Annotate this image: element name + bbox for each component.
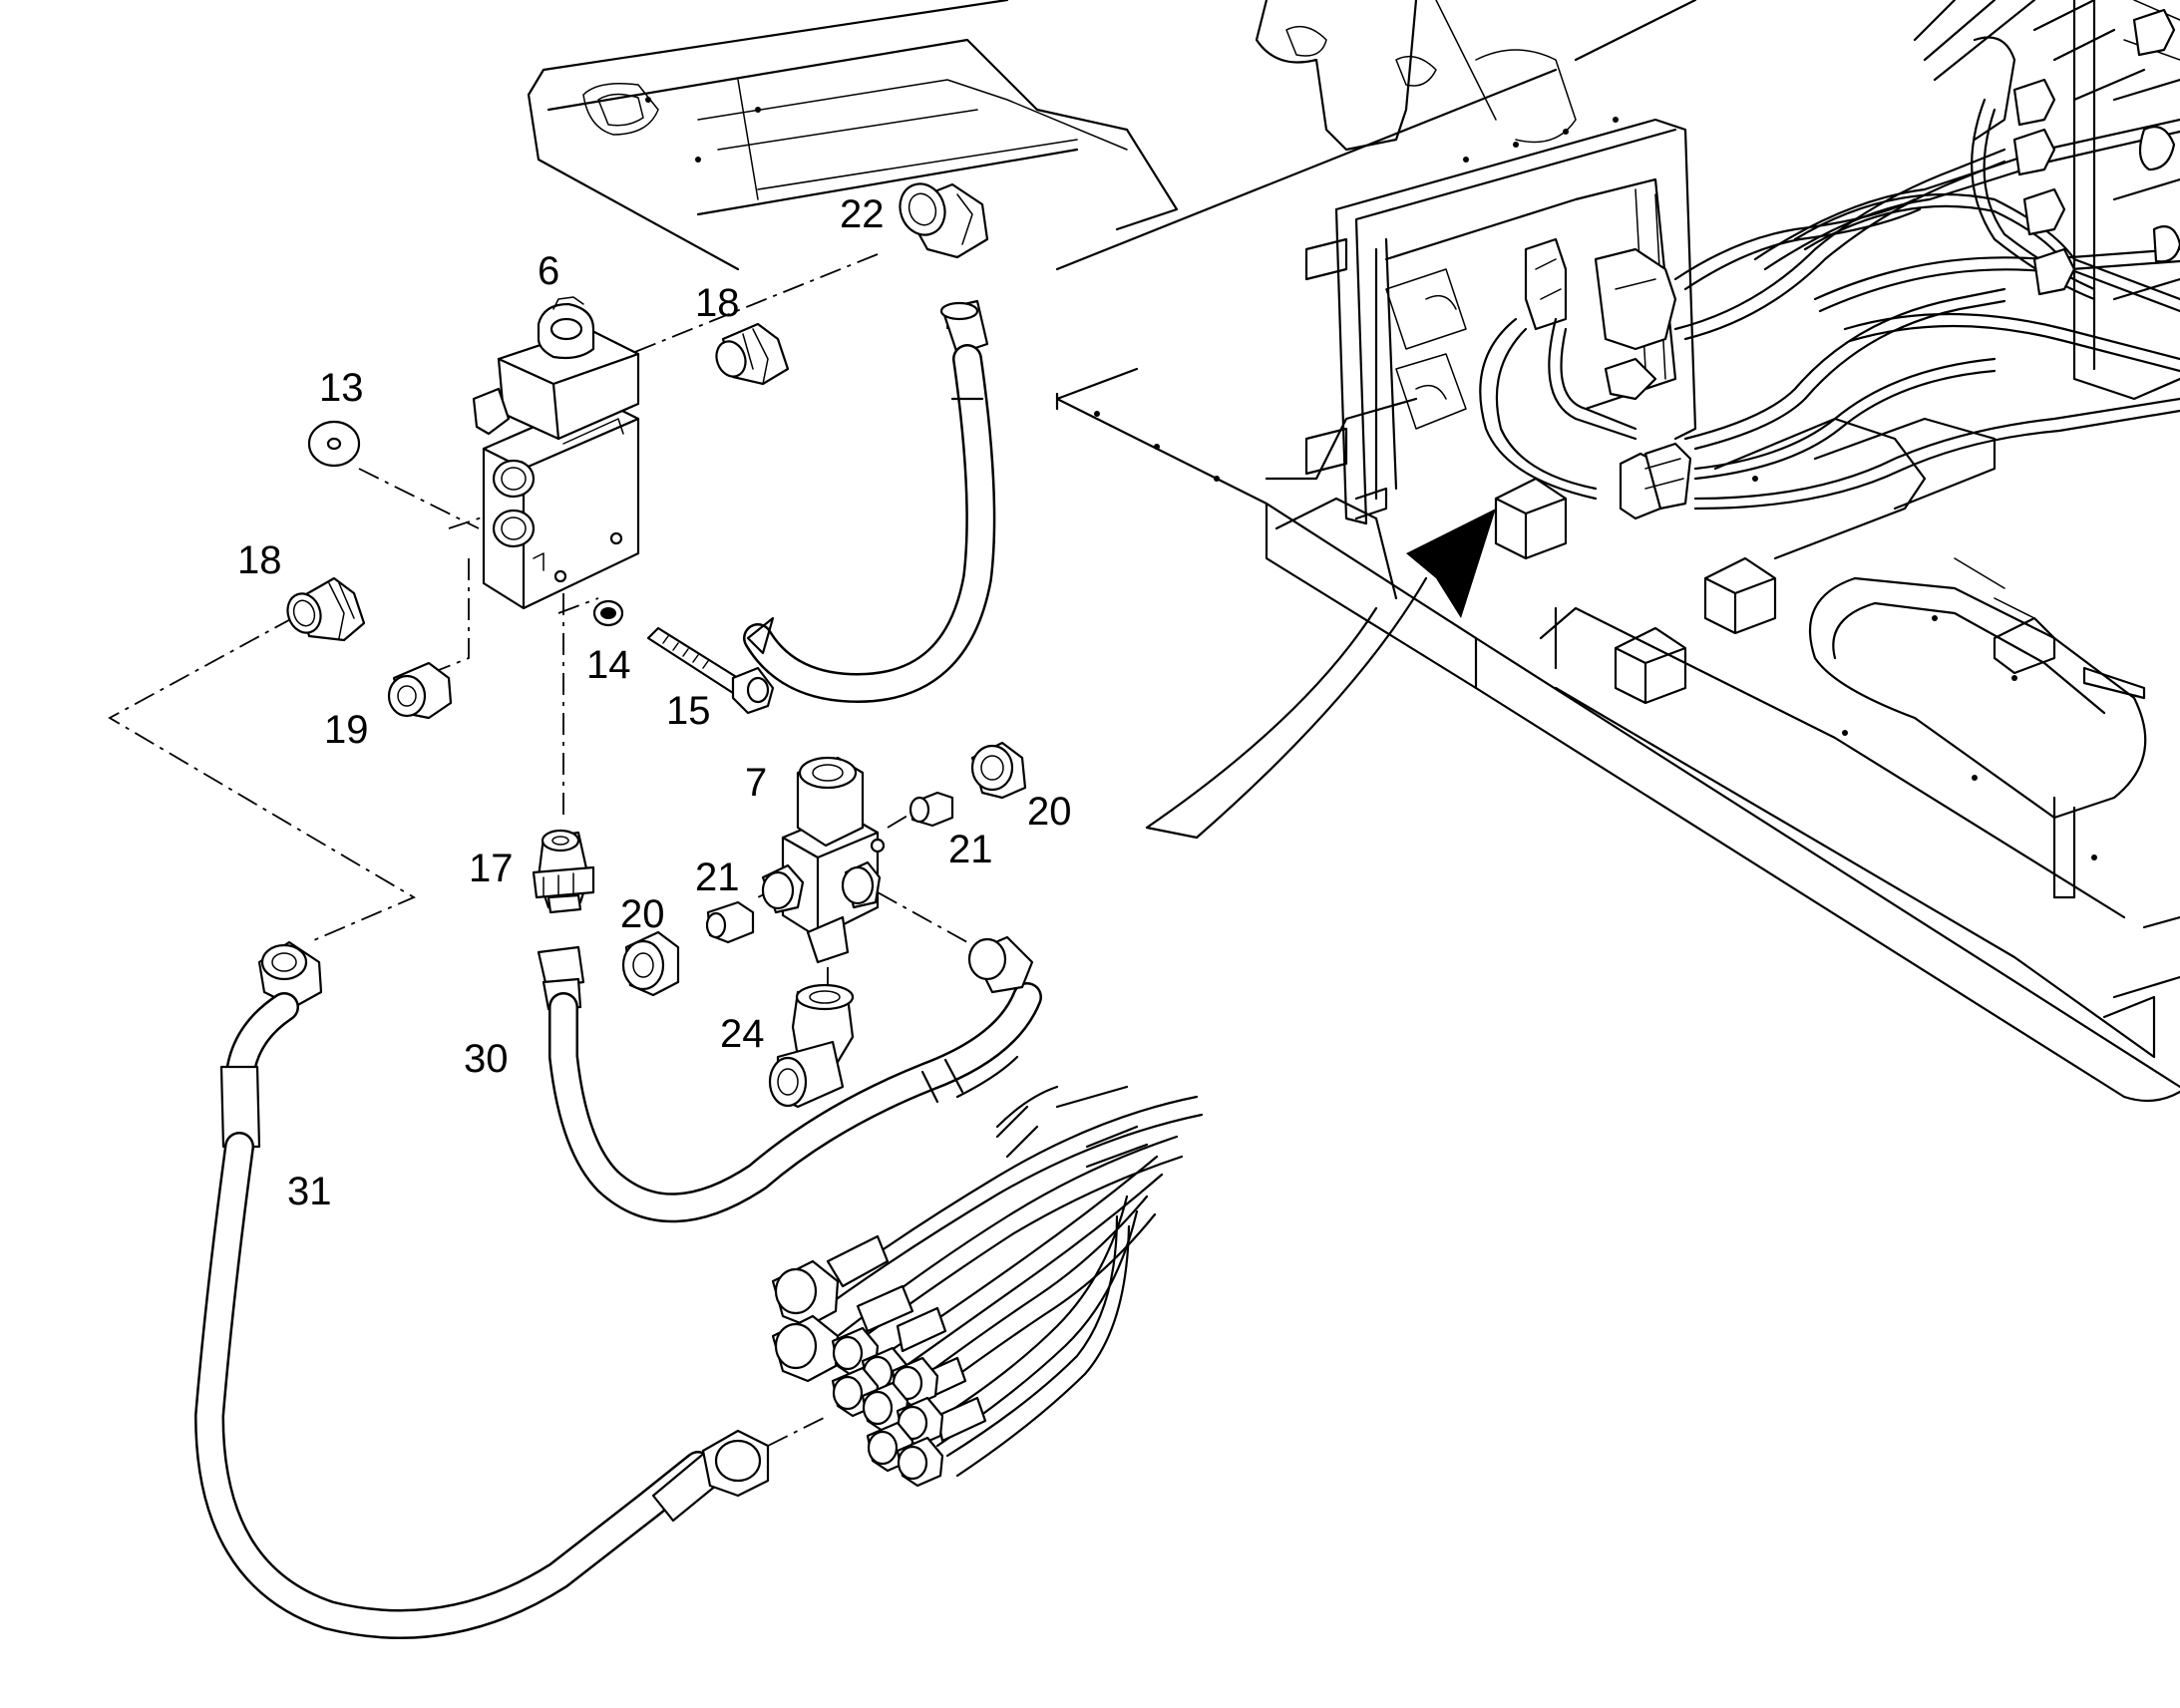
- callout-21-right: 21: [948, 828, 993, 871]
- callout-14: 14: [586, 643, 631, 687]
- part-17-adapter: [532, 829, 595, 914]
- part-18-adapter-upper: [715, 322, 790, 386]
- callout-17: 17: [469, 847, 514, 890]
- callout-22: 22: [840, 192, 885, 236]
- callout-21-left: 21: [695, 855, 740, 899]
- hose-upper: [743, 299, 996, 703]
- callout-labels: 6 22 18 13 18 14 15 19 7 20 21 17 21 20 …: [237, 192, 1072, 1213]
- part-18-adapter-lower: [286, 576, 366, 642]
- part-20-cap-nut-right: [970, 741, 1027, 800]
- callout-18-lower: 18: [237, 538, 282, 582]
- machine-frame-overview: [527, 0, 2180, 1103]
- part-19-plug: [387, 661, 453, 720]
- part-14-seal-ring: [592, 599, 624, 627]
- callout-7: 7: [745, 761, 767, 805]
- part-22-elbow-fitting: [899, 182, 989, 259]
- hose-30: [537, 935, 1042, 1223]
- callout-20-left: 20: [620, 892, 665, 936]
- part-15-bolt: [646, 626, 775, 715]
- part-24-elbow-fitting: [768, 983, 855, 1109]
- callout-31: 31: [287, 1170, 332, 1213]
- part-13-washer: [307, 420, 361, 468]
- callout-20-right: 20: [1027, 790, 1072, 834]
- callout-18-upper: 18: [695, 281, 740, 325]
- part-21-plug-left: [705, 900, 755, 944]
- part-7-distributor-block: [761, 756, 886, 964]
- callout-30: 30: [464, 1037, 509, 1081]
- callout-13: 13: [319, 366, 364, 410]
- part-6-solenoid-valve: [472, 296, 640, 610]
- part-20-cap-nut-left: [621, 930, 680, 997]
- hose-bundle: [771, 1055, 1204, 1488]
- callout-19: 19: [324, 708, 369, 752]
- part-21-plug-right: [908, 791, 954, 828]
- hose-31: [194, 940, 770, 1639]
- callout-15: 15: [666, 689, 711, 733]
- hose-bundle-nuts: [771, 1259, 944, 1488]
- callout-24: 24: [720, 1012, 765, 1056]
- callout-6: 6: [538, 249, 559, 293]
